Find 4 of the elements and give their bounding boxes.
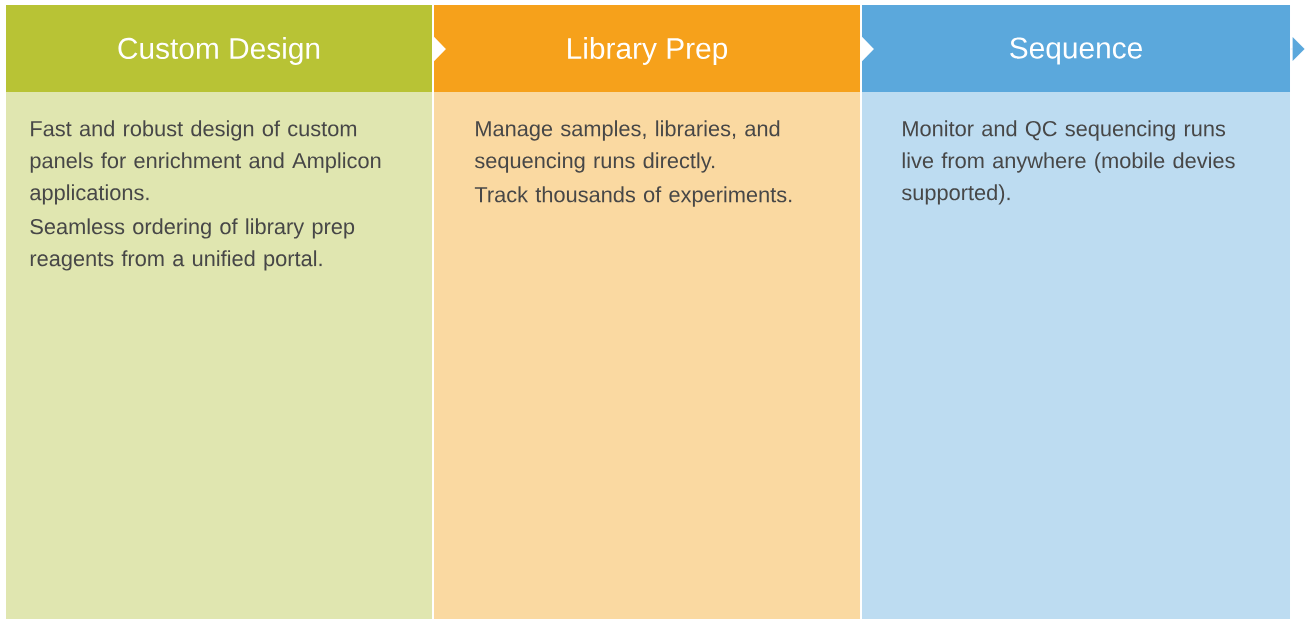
column-heading: Sequence	[1010, 37, 1142, 65]
column-heading: Library Prep	[568, 37, 728, 65]
column-heading: Custom Design	[118, 37, 320, 65]
arrow	[1290, 37, 1305, 61]
